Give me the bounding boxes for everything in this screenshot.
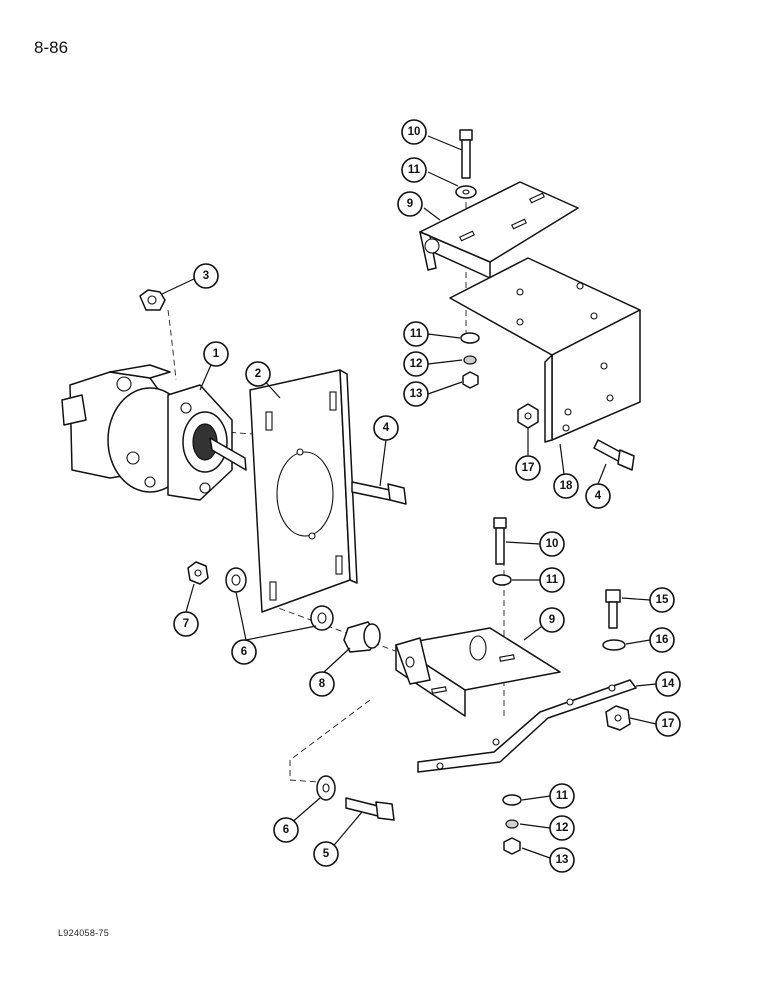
angle-bracket-18 xyxy=(449,257,641,443)
callout-label: 11 xyxy=(410,328,423,340)
callout-9-lower: 9 xyxy=(539,607,565,633)
callout-17-upper: 17 xyxy=(515,455,541,481)
hardware-stack-upper xyxy=(460,332,480,389)
callout-15: 15 xyxy=(649,587,675,613)
bolt-10-top xyxy=(455,129,477,199)
page-number: 8-86 xyxy=(34,38,69,57)
callout-label: 4 xyxy=(383,422,390,434)
callout-label: 3 xyxy=(203,270,209,282)
callout-1: 1 xyxy=(203,341,229,367)
callout-12-lower: 12 xyxy=(549,815,575,841)
callout-label: 8 xyxy=(319,678,326,690)
callout-label: 17 xyxy=(522,462,535,474)
callout-label: 14 xyxy=(662,678,675,690)
nut-3 xyxy=(139,289,166,311)
leader-lines xyxy=(161,135,657,859)
callout-6-upper: 6 xyxy=(231,639,257,665)
callout-13-top: 13 xyxy=(403,381,429,407)
callout-5: 5 xyxy=(313,841,339,867)
bolt-10-lower xyxy=(492,517,512,586)
upper-bracket-9 xyxy=(419,181,579,279)
callout-11-lower-b: 11 xyxy=(549,783,575,809)
callout-label: 16 xyxy=(656,634,669,646)
bolt-15 xyxy=(602,589,626,651)
callout-4-right: 4 xyxy=(585,483,611,509)
callout-12-top: 12 xyxy=(403,351,429,377)
callout-4-center: 4 xyxy=(373,415,399,441)
callout-6-lower: 6 xyxy=(273,817,299,843)
callout-label: 10 xyxy=(546,538,559,550)
callout-16: 16 xyxy=(649,627,675,653)
callout-label: 7 xyxy=(183,618,189,630)
nut-17-upper xyxy=(517,403,539,429)
callout-13-lower: 13 xyxy=(549,847,575,873)
mounting-plate xyxy=(249,369,358,613)
callout-10-top: 10 xyxy=(401,119,427,145)
hydraulic-pump xyxy=(61,364,247,501)
callout-11-top: 11 xyxy=(401,157,427,183)
angled-bracket-14 xyxy=(417,679,637,773)
callout-label: 2 xyxy=(255,368,261,380)
callout-14: 14 xyxy=(655,671,681,697)
spacer-8 xyxy=(343,621,381,653)
callout-label: 18 xyxy=(560,480,573,492)
callout-8: 8 xyxy=(309,671,335,697)
callout-label: 10 xyxy=(408,126,421,138)
callout-label: 6 xyxy=(283,824,289,836)
callout-17-lower: 17 xyxy=(655,711,681,737)
bolt-5 xyxy=(345,797,395,821)
callout-18: 18 xyxy=(553,473,579,499)
callout-label: 11 xyxy=(556,790,569,802)
hardware-stack-lower xyxy=(502,794,522,855)
callout-2: 2 xyxy=(245,361,271,387)
callout-label: 12 xyxy=(410,358,423,370)
callout-label: 1 xyxy=(213,348,220,360)
washer-6-lower xyxy=(316,775,336,801)
nut-17-lower xyxy=(605,705,631,731)
bolt-4-center xyxy=(351,481,407,505)
callout-10-lower: 10 xyxy=(539,531,565,557)
washer-6-upper xyxy=(225,567,334,631)
callout-label: 17 xyxy=(662,718,675,730)
callout-11-lower-a: 11 xyxy=(539,567,565,593)
callout-label: 11 xyxy=(408,164,421,176)
callout-label: 12 xyxy=(556,822,569,834)
callout-label: 4 xyxy=(595,490,602,502)
callout-label: 9 xyxy=(407,198,413,210)
callout-11-mid: 11 xyxy=(403,321,429,347)
callout-label: 11 xyxy=(546,574,559,586)
figure-code: L924058-75 xyxy=(58,928,110,938)
callout-label: 6 xyxy=(241,646,247,658)
callout-label: 9 xyxy=(549,614,555,626)
callout-3: 3 xyxy=(193,263,219,289)
callout-label: 5 xyxy=(323,848,330,860)
nut-7 xyxy=(187,561,209,585)
bolt-4-right xyxy=(593,439,635,471)
callout-label: 13 xyxy=(556,854,569,866)
callout-label: 15 xyxy=(656,594,669,606)
callout-label: 13 xyxy=(410,388,423,400)
callout-9-top: 9 xyxy=(397,191,423,217)
callout-7: 7 xyxy=(173,611,199,637)
lower-bracket-9 xyxy=(395,627,561,717)
